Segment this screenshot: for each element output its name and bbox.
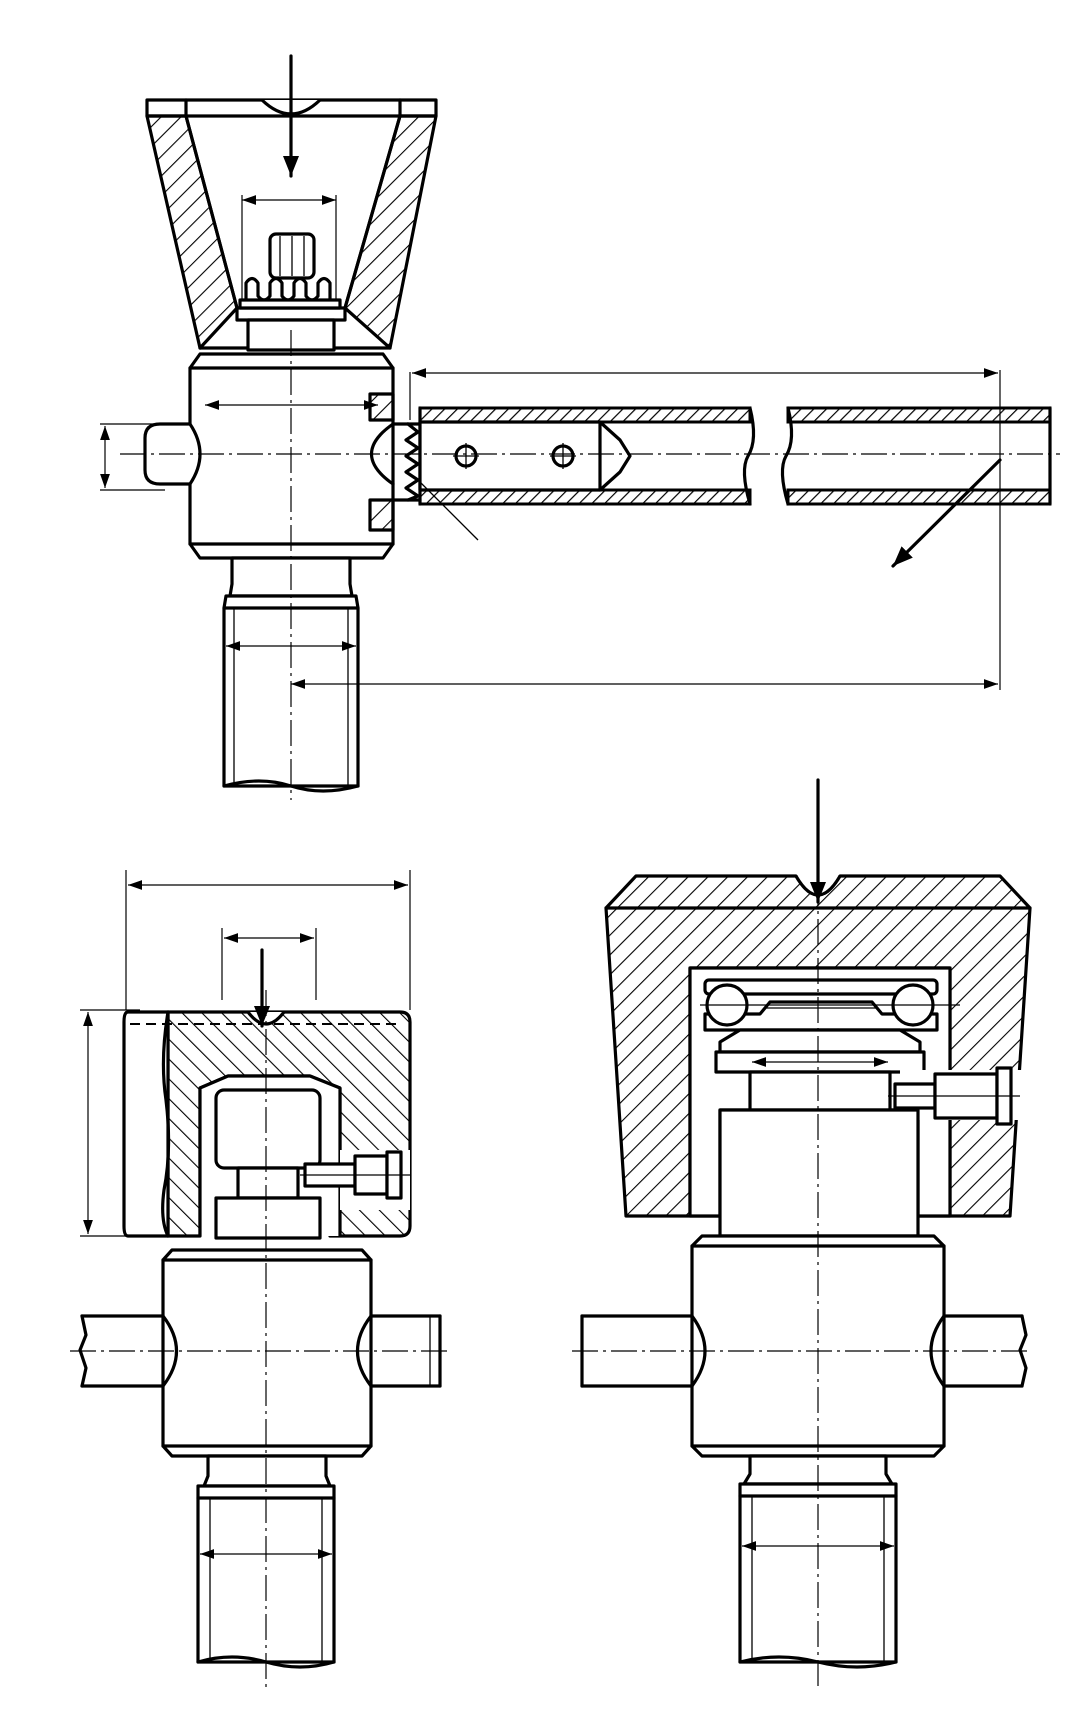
torque-wrench-setup [100,54,1060,800]
ratchet-insert [238,232,342,352]
bearing-head-body [604,874,1032,1238]
compression-head-bearing [572,778,1032,1690]
lever-force-arrow [891,458,1002,568]
head-body [122,1010,412,1240]
compression-head-small [70,870,450,1690]
hub-body [143,352,395,560]
cup-section [145,98,438,350]
lever-tube [391,406,1052,541]
hub-body-bearing [580,1234,1028,1458]
hub-body-small [78,1248,442,1458]
